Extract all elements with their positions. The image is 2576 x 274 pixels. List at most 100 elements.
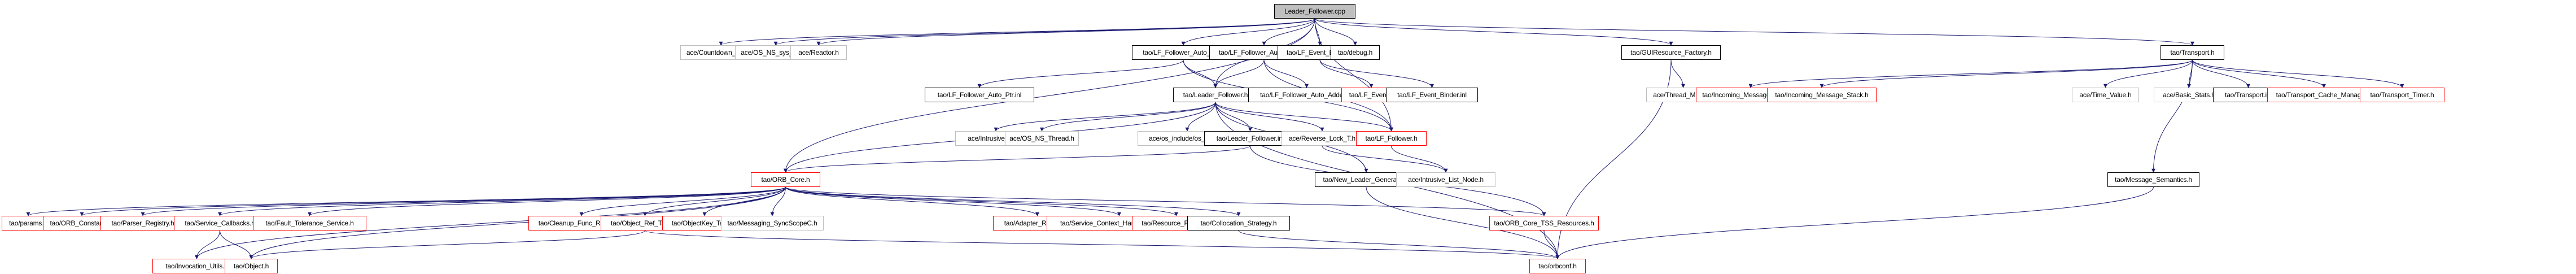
node-label: ace/OS_NS_Thread.h [1009, 134, 1074, 142]
node-label: tao/LF_Event_Binder.inl [1397, 91, 1467, 99]
node-label: tao/Leader_Follower.h [1183, 91, 1248, 99]
node-label: tao/LF_Event.h [1349, 91, 1394, 99]
edge-leader_follower-to-intrusive_list [994, 102, 1216, 132]
node-label: tao/ORB_Constants.h [50, 219, 114, 227]
edge-message_semantics-to-orbconf [1555, 186, 2154, 259]
node-label: tao/Service_Callbacks.h [185, 219, 255, 227]
node-reverse-lock[interactable]: ace/Reverse_Lock_T.h [1282, 131, 1363, 146]
edge-object_ref_table-to-orbconf [645, 230, 1560, 259]
node-sync-scope[interactable]: tao/Messaging_SyncScopeC.h [721, 216, 824, 230]
node-leader-follower-inl[interactable]: tao/Leader_Follower.inl [1204, 131, 1296, 146]
edge-root-to-lf_follower [1314, 18, 1393, 132]
node-intrusive-list-node[interactable]: ace/Intrusive_List_Node.h [1396, 172, 1495, 187]
edge-transport-to-in_msg_queue [1748, 59, 2193, 88]
node-parser-registry[interactable]: tao/Parser_Registry.h [100, 216, 185, 230]
edge-service_callbacks-to-object [220, 230, 253, 259]
node-basic-stats[interactable]: ace/Basic_Stats.h [2154, 88, 2224, 102]
node-label: tao/Leader_Follower.inl [1216, 134, 1284, 142]
node-transport[interactable]: tao/Transport.h [2160, 45, 2224, 60]
node-ns-thread[interactable]: ace/OS_NS_Thread.h [1005, 131, 1079, 146]
node-label: tao/Object.h [233, 262, 269, 270]
node-leader-follower[interactable]: tao/Leader_Follower.h [1173, 88, 1258, 102]
node-orb-constants[interactable]: tao/ORB_Constants.h [43, 216, 121, 230]
node-label: tao/Incoming_Message_Stack.h [1775, 91, 1869, 99]
edge-root-to-countdown [719, 18, 1315, 46]
edge-root-to-reactor [816, 18, 1315, 46]
edge-object_ref_table-to-object [249, 230, 645, 259]
node-label: tao/Transport_Cache_Manager.h [2276, 91, 2372, 99]
edge-transport-to-time_value [2103, 59, 2193, 88]
edge-auto_adder-to-auto_adder_inl [1263, 59, 1309, 88]
node-message-semantics[interactable]: tao/Message_Semantics.h [2107, 172, 2199, 187]
node-transport-timer[interactable]: tao/Transport_Timer.h [2360, 88, 2444, 102]
edge-root-to-event_binder [1314, 18, 1322, 46]
node-service-callbacks[interactable]: tao/Service_Callbacks.h [174, 216, 266, 230]
node-root[interactable]: Leader_Follower.cpp [1274, 4, 1355, 19]
node-label: tao/Transport.inl [2225, 91, 2272, 99]
edge-root-to-auto_ptr [1181, 18, 1315, 46]
edge-orb_core-to-object [249, 186, 786, 259]
node-label: tao/Invocation_Utils.h [165, 262, 228, 270]
edge-orb_core-to-collocation [785, 186, 1241, 216]
edge-transport-to-message_semantics [2151, 59, 2193, 173]
node-orb-core[interactable]: tao/ORB_Core.h [751, 172, 820, 187]
edge-leader_follower-to-ns_thread [1040, 102, 1216, 132]
node-label: tao/Transport.h [2170, 49, 2215, 56]
edge-root-to-gui_factory [1314, 18, 1673, 46]
edge-root-to-sys_time [773, 18, 1315, 46]
edge-root-to-debug [1314, 18, 1357, 46]
edge-event_binder-to-lf_event [1319, 59, 1374, 88]
node-auto-ptr-inl[interactable]: tao/LF_Follower_Auto_Ptr.inl [925, 88, 1034, 102]
node-gui-factory[interactable]: tao/GUIResource_Factory.h [1621, 45, 1721, 60]
edge-leader_follower-to-os_errno [1185, 102, 1216, 132]
node-reactor[interactable]: ace/Reactor.h [790, 45, 847, 60]
node-time-value[interactable]: ace/Time_Value.h [2072, 88, 2139, 102]
node-label: ace/Time_Value.h [2079, 91, 2132, 99]
edge-orb_core-to-resource_factory [785, 186, 1178, 216]
node-label: ace/Intrusive_List_Node.h [1408, 176, 1484, 184]
node-object[interactable]: tao/Object.h [225, 259, 278, 273]
node-label: tao/New_Leader_Generator.h [1323, 176, 1410, 184]
node-label: tao/Fault_Tolerance_Service.h [265, 219, 354, 227]
node-label: tao/Collocation_Strategy.h [1200, 219, 1277, 227]
node-tss-resources[interactable]: tao/ORB_Core_TSS_Resources.h [1489, 216, 1599, 230]
node-event-binder-inl[interactable]: tao/LF_Event_Binder.inl [1386, 88, 1478, 102]
edge-leader_follower-to-leader_follower_inl [1215, 102, 1252, 132]
node-label: tao/Messaging_SyncScopeC.h [727, 219, 817, 227]
edge-auto_ptr-to-auto_ptr_inl [977, 59, 1184, 88]
edge-new_leader_gen-to-orbconf [1366, 186, 1560, 259]
node-label: tao/LF_Follower_Auto_Ptr.h [1143, 49, 1224, 56]
edge-transport-to-transport_timer [2192, 59, 2404, 88]
node-debug[interactable]: tao/debug.h [1331, 45, 1380, 60]
node-label: tao/LF_Follower_Auto_Ptr.inl [937, 91, 1022, 99]
edge-orb_core-to-object_ref_table [643, 186, 786, 216]
node-label: tao/ORB_Core.h [761, 176, 810, 184]
edge-leader_follower_inl-to-orb_core [784, 145, 1250, 173]
node-orbconf[interactable]: tao/orbconf.h [1529, 259, 1586, 273]
edge-orb_core-to-objectkey_table [702, 186, 786, 216]
node-fault-tolerance[interactable]: tao/Fault_Tolerance_Service.h [253, 216, 366, 230]
node-label: tao/params.h [9, 219, 47, 227]
node-label: tao/Parser_Registry.h [111, 219, 174, 227]
node-in-msg-stack[interactable]: tao/Incoming_Message_Stack.h [1767, 88, 1877, 102]
edge-transport-to-cache_mgr [2192, 59, 2326, 88]
edge-auto_adder-to-leader_follower [1213, 59, 1265, 88]
edge-transport-to-in_msg_stack [1820, 59, 2193, 88]
node-label: tao/GUIResource_Factory.h [1630, 49, 1712, 56]
node-label: tao/Object_Ref_Table.h [610, 219, 679, 227]
edge-orb_core-to-fault_tolerance [308, 186, 786, 216]
edge-root-to-transport [1314, 18, 2194, 46]
node-label: ace/Reactor.h [798, 49, 839, 56]
edge-lf_follower-to-intrusive_list_node [1391, 145, 1448, 173]
node-collocation[interactable]: tao/Collocation_Strategy.h [1187, 216, 1290, 230]
node-label: tao/debug.h [1337, 49, 1373, 56]
edge-orb_core-to-sync_scope [770, 186, 786, 216]
edge-orb_core-to-invocation_utils [195, 186, 786, 259]
node-label: tao/Message_Semantics.h [2115, 176, 2192, 184]
node-label: tao/LF_Follower_Auto_Adder.inl [1260, 91, 1353, 99]
edge-orb_core-to-tss_resources [785, 186, 1546, 216]
edge-transport-to-transport_inl [2192, 59, 2250, 88]
node-label: tao/orbconf.h [1538, 262, 1577, 270]
node-lf-follower[interactable]: tao/LF_Follower.h [1356, 131, 1427, 146]
